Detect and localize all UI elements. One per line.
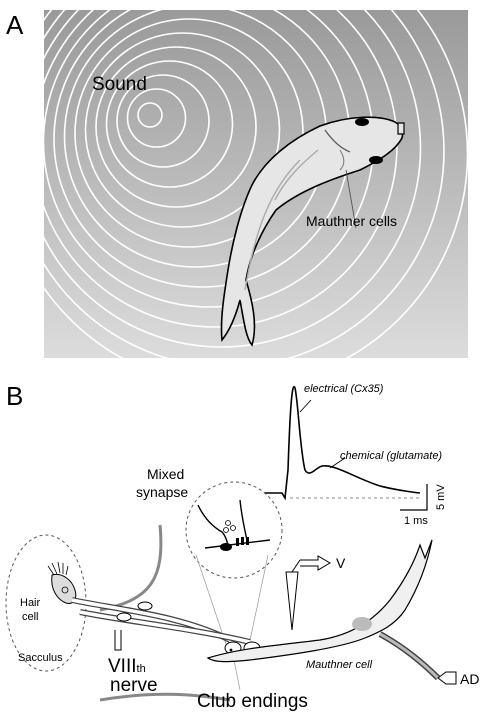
electrical-label: electrical (Cx35) xyxy=(304,383,384,395)
fish-illustration xyxy=(220,116,405,347)
sound-wave-ring xyxy=(44,10,468,358)
panel-b-label: B xyxy=(6,381,23,411)
chemical-label: chemical (glutamate) xyxy=(340,450,442,462)
fish-eye-lower xyxy=(369,156,383,164)
sound-wave-ring xyxy=(84,32,281,228)
sound-wave-ring xyxy=(44,10,445,358)
ad-electrode xyxy=(437,671,457,685)
hair-cell-label-line2: cell xyxy=(22,611,39,623)
chemical-pointer xyxy=(329,457,346,469)
panel-a-label: A xyxy=(6,10,24,40)
sound-wave-ring xyxy=(74,18,304,248)
fish-mouth xyxy=(397,122,405,135)
electrode-v-label: V xyxy=(336,555,346,571)
scale-bar xyxy=(400,484,428,511)
mauthner-axon-2 xyxy=(274,149,319,201)
brainstem-outline-upper xyxy=(99,524,163,612)
sacculus-label: Sacculus xyxy=(18,652,63,664)
inset-pointer-right xyxy=(247,554,269,651)
synaptic-potential-trace xyxy=(264,385,428,511)
nerve-label-line2: nerve xyxy=(110,675,158,696)
sound-wave-ring xyxy=(116,74,210,168)
mauthner-cell-label: Mauthner cell xyxy=(306,659,373,671)
sound-label: Sound xyxy=(92,74,147,95)
electrical-pointer xyxy=(299,399,312,413)
club-endings-label: Club endings xyxy=(197,691,308,712)
brainstem-outline-lower xyxy=(99,692,231,702)
fish-body xyxy=(220,116,404,347)
recording-electrode xyxy=(285,555,331,631)
mauthner-cells-label: Mauthner cells xyxy=(306,213,397,229)
ad-label: AD xyxy=(460,671,479,687)
mixed-synapse-label-line2: synapse xyxy=(136,484,188,500)
trace-line xyxy=(264,385,421,501)
mauthner-dendrite xyxy=(339,149,345,171)
scale-voltage-label: 5 mV xyxy=(435,484,447,510)
mauthner-axon xyxy=(244,159,301,291)
nerve-label-line1: VIIIth xyxy=(108,656,146,677)
synapse-detail xyxy=(197,499,271,551)
mauthner-axon-upper xyxy=(324,129,351,153)
mauthner-cell xyxy=(206,539,441,681)
fish-eye-upper xyxy=(355,118,369,126)
sound-wave-ring xyxy=(126,88,187,148)
sound-wave-ring xyxy=(105,60,234,188)
sound-wave-ring xyxy=(137,102,163,128)
sound-wave-ring xyxy=(44,10,422,348)
hair-cell-label-line1: Hair xyxy=(20,597,41,609)
scale-time-label: 1 ms xyxy=(404,515,428,527)
viiith-nerve xyxy=(71,597,251,651)
sound-wave-ring xyxy=(95,46,257,208)
mixed-synapse-label-line1: Mixed xyxy=(147,466,184,482)
mauthner-pointer-line xyxy=(345,169,357,229)
